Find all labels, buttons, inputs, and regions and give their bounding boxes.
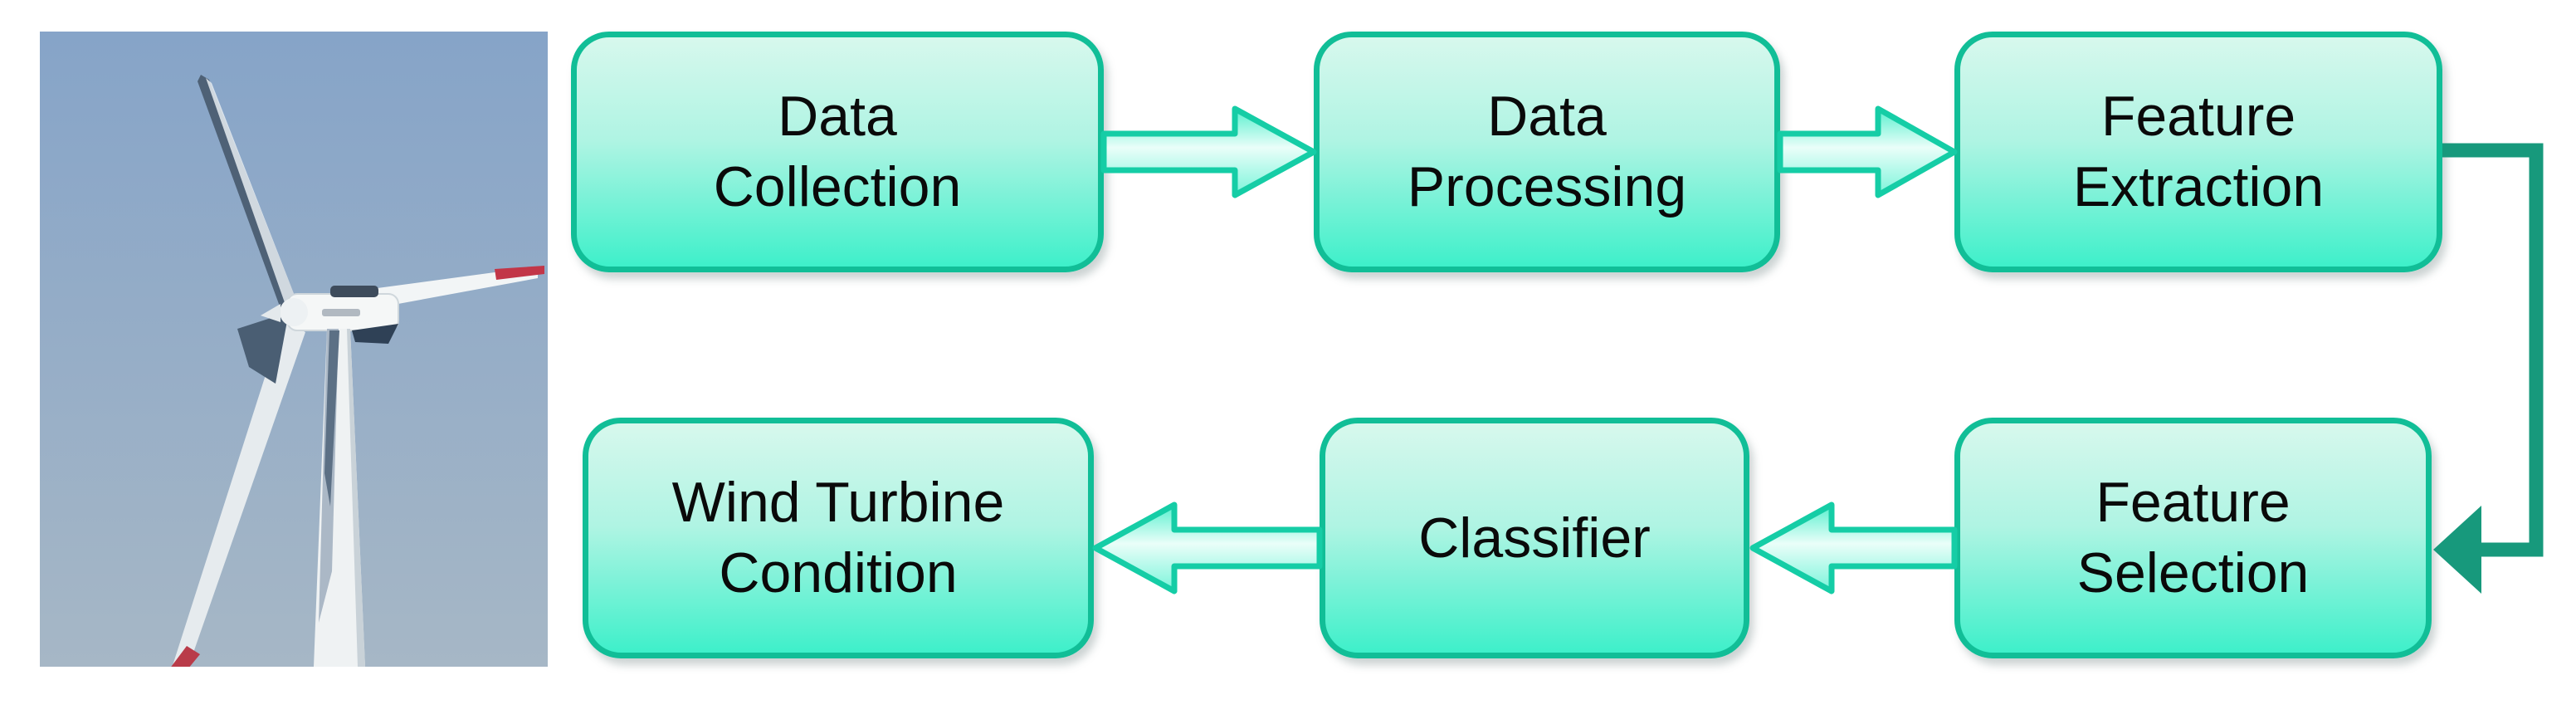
nose-cone	[261, 304, 281, 322]
tower-dark-streak	[324, 330, 339, 506]
box-feature-selection: Feature Selection	[1954, 418, 2432, 658]
box-feature-extraction: Feature Extraction	[1954, 32, 2442, 272]
box-label-line: Extraction	[2072, 155, 2325, 218]
box-data-collection: Data Collection	[571, 32, 1104, 272]
hub	[280, 298, 308, 326]
box-data-processing: Data Processing	[1314, 32, 1780, 272]
wind-turbine-photo	[40, 32, 548, 667]
wind-turbine-illustration	[40, 32, 548, 667]
turbine-blade-lower-red-tip	[171, 646, 200, 667]
box-label-line: Data	[1487, 85, 1607, 148]
elbow-connector-arrow-icon	[2432, 139, 2549, 594]
box-label-line: Collection	[713, 155, 962, 218]
box-label-line: Processing	[1407, 155, 1687, 218]
box-label-line: Wind Turbine	[671, 471, 1005, 534]
block-arrow-left-icon	[1749, 501, 1958, 594]
box-label-line: Feature	[2095, 471, 2291, 534]
box-label-line: Selection	[2076, 541, 2310, 604]
box-wind-turbine-condition: Wind Turbine Condition	[583, 418, 1094, 658]
box-label-line: Data	[778, 85, 897, 148]
turbine-blade-right-red-tip	[495, 266, 544, 280]
block-arrow-right-icon	[1777, 105, 1958, 198]
turbine-blade-lower	[172, 320, 305, 667]
box-classifier: Classifier	[1320, 418, 1749, 658]
nacelle-logo-smudge	[322, 309, 360, 316]
blade-root-shadow	[237, 312, 289, 384]
nacelle-underside-shadow	[352, 324, 398, 344]
block-arrow-left-icon	[1092, 501, 1323, 594]
turbine-blade-upper-highlight	[206, 78, 302, 324]
block-arrow-right-icon	[1100, 105, 1317, 198]
box-label-line: Feature	[2100, 85, 2296, 148]
box-label-line: Condition	[719, 541, 958, 604]
box-label-line: Classifier	[1418, 506, 1651, 570]
tower-edge-highlight	[347, 329, 365, 667]
nacelle-top-detail	[330, 286, 378, 297]
